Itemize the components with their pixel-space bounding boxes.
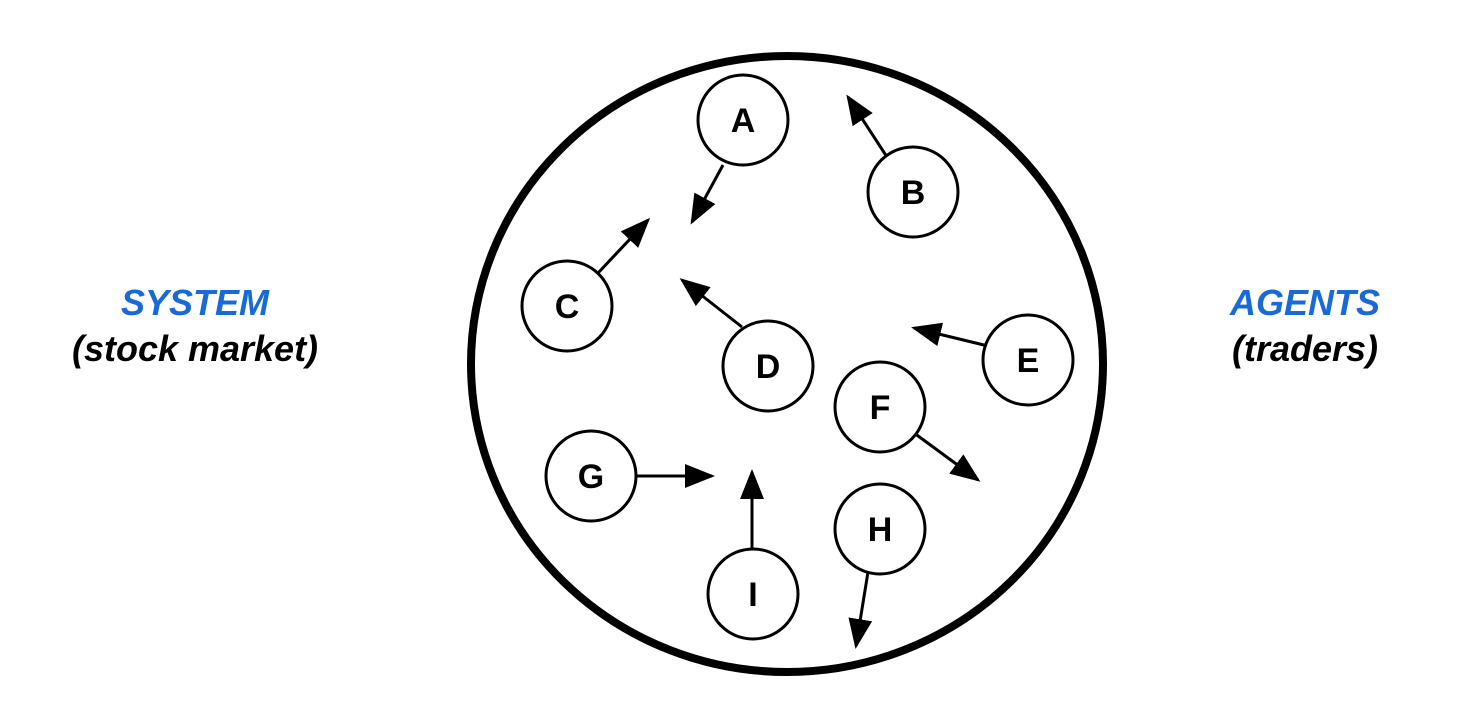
agent-node-h: H (833, 482, 927, 576)
arrow-e (911, 322, 989, 348)
agent-node-b: B (866, 145, 960, 239)
agent-node-d: D (721, 319, 815, 413)
arrow-f (909, 428, 981, 482)
agents-label: AGENTS (traders) (1180, 280, 1430, 372)
agents-subtitle: (traders) (1231, 328, 1379, 369)
agents-title: AGENTS (1229, 282, 1380, 323)
agent-label-h: H (868, 511, 893, 549)
agent-label-a: A (731, 102, 756, 140)
system-label: SYSTEM (stock market) (30, 280, 360, 372)
agent-label-i: I (748, 576, 757, 614)
system-boundary (467, 52, 1107, 676)
agent-node-c: C (520, 259, 614, 353)
system-title: SYSTEM (120, 282, 270, 323)
system-subtitle: (stock market) (71, 328, 319, 369)
agent-label-b: B (901, 174, 926, 212)
agent-label-f: F (870, 389, 891, 427)
arrow-c (596, 217, 651, 275)
arrow-a (690, 164, 725, 225)
arrow-b (846, 94, 889, 158)
agent-label-e: E (1017, 342, 1040, 380)
agent-label-g: G (578, 458, 604, 496)
agent-node-a: A (696, 73, 790, 167)
arrow-d (679, 278, 743, 329)
agent-node-e: E (981, 313, 1075, 407)
agent-node-f: F (833, 360, 927, 454)
agent-label-c: C (555, 288, 580, 326)
arrow-h (848, 571, 873, 649)
agent-arrows (596, 94, 989, 649)
agent-node-i: I (706, 547, 800, 641)
agent-label-d: D (756, 348, 781, 386)
agent-node-g: G (544, 429, 638, 523)
